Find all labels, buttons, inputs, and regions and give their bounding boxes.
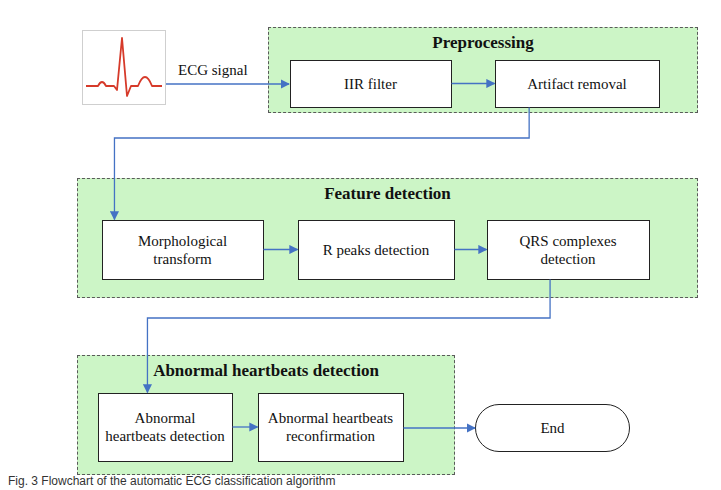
stage-group: Feature detectionMorphological transform… (77, 178, 698, 298)
group-title: Feature detection (78, 184, 697, 204)
box-label: IIR filter (344, 75, 397, 93)
process-box: Abnormal heartbeats reconfirmation (258, 393, 404, 462)
flow-arrow (452, 83, 495, 84)
process-box: R peaks detection (298, 220, 455, 280)
stage-group: PreprocessingIIR filter Artifact removal (268, 27, 698, 113)
process-box: Morphological transform (102, 220, 264, 280)
box-label: Abnormal heartbeats detection (105, 409, 226, 445)
group-title: Preprocessing (269, 33, 697, 53)
flow-arrow (114, 108, 529, 220)
flow-arrow (233, 426, 258, 427)
flow-arrow (455, 249, 487, 250)
ecg-waveform (86, 38, 162, 96)
flow-arrow (404, 427, 476, 428)
flow-arrow (264, 249, 298, 250)
process-box: IIR filter (290, 60, 452, 108)
box-label: End (540, 419, 564, 437)
process-box: Artifact removal (495, 60, 660, 108)
process-box: QRS complexes detection (487, 220, 650, 280)
box-label: QRS complexes detection (494, 232, 643, 268)
group-title: Abnormal heartbeats detection (78, 361, 454, 381)
box-label: Artifact removal (527, 75, 627, 93)
ecg-illustration (82, 30, 166, 105)
box-label: Abnormal heartbeats reconfirmation (265, 409, 397, 445)
signal-label: ECG signal (178, 62, 248, 79)
stage-group: Abnormal heartbeats detectionAbnormal he… (77, 355, 455, 475)
flow-arrow (147, 280, 550, 393)
figure-caption: Fig. 3 Flowchart of the automatic ECG cl… (8, 474, 335, 488)
box-label: R peaks detection (323, 241, 430, 259)
ecg-frame (83, 31, 166, 105)
box-label: Morphological transform (109, 232, 257, 268)
signal-input-arrow (166, 83, 289, 84)
process-box: Abnormal heartbeats detection (98, 393, 233, 462)
terminal-oval: End (475, 404, 630, 452)
